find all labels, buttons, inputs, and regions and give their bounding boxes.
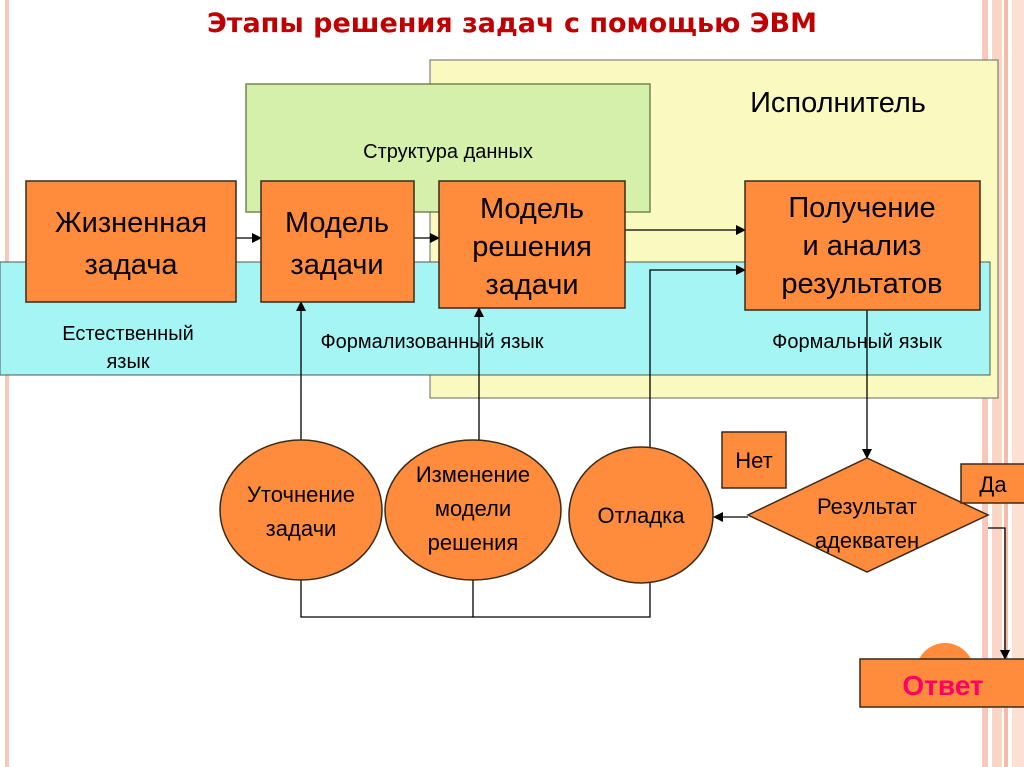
- svg-text:Ответ: Ответ: [902, 670, 983, 701]
- svg-text:Да: Да: [979, 472, 1007, 497]
- svg-text:Отладка: Отладка: [598, 503, 686, 528]
- svg-text:Нет: Нет: [735, 448, 772, 473]
- debug-ellipse: Отладка: [568, 446, 714, 584]
- no-label-box: Нет: [721, 431, 787, 489]
- formalized-language-label: Формализованный язык: [320, 331, 543, 353]
- data-structure-label: Структура данных: [363, 141, 533, 163]
- answer-box: Ответ: [859, 643, 1024, 708]
- formal-language-label: Формальный язык: [772, 331, 942, 353]
- executor-label: Исполнитель: [750, 87, 926, 119]
- left-stripe: [5, 0, 9, 767]
- yes-label-box: Да: [960, 463, 1024, 504]
- page-title: Этапы решения задач с помощью ЭВМ: [207, 8, 817, 39]
